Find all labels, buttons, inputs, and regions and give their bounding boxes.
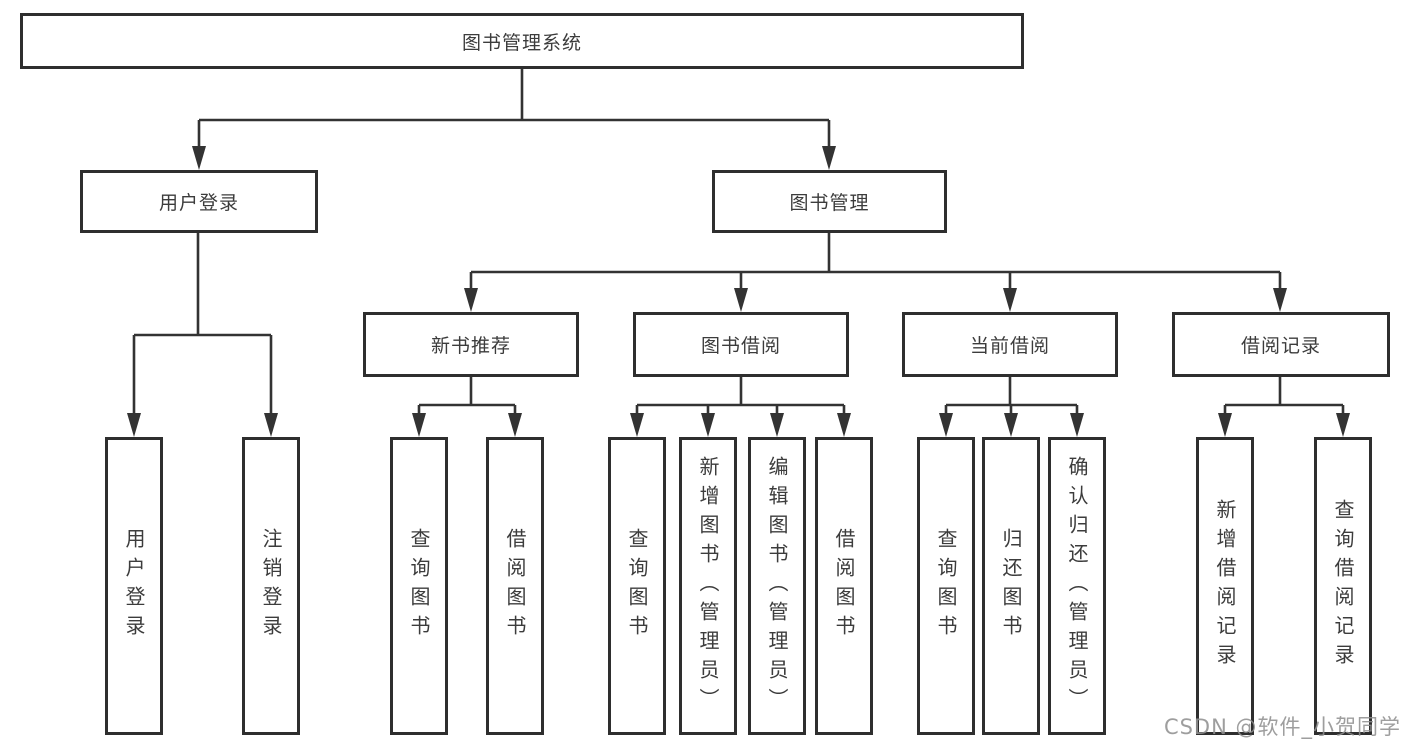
- node-bb-borrow-books: 借阅图书: [815, 437, 873, 735]
- arrowhead-icon: [412, 413, 426, 437]
- connector-line: [944, 377, 1079, 416]
- node-label: 编辑图书（管理员）: [765, 455, 789, 717]
- connector-line: [132, 233, 273, 416]
- arrowhead-icon: [630, 413, 644, 437]
- node-library-system: 图书管理系统: [20, 13, 1024, 69]
- node-label: 用户登录: [158, 192, 239, 214]
- node-book-borrow: 图书借阅: [633, 312, 849, 377]
- node-label: 借阅记录: [1240, 335, 1321, 357]
- arrowhead-icon: [127, 413, 141, 437]
- node-label: 查询图书: [625, 528, 649, 644]
- node-borrow-records: 借阅记录: [1172, 312, 1390, 377]
- node-label: 借阅图书: [832, 528, 856, 644]
- arrowhead-icon: [192, 146, 206, 170]
- arrowhead-icon: [770, 413, 784, 437]
- node-book-management-module: 图书管理: [712, 170, 947, 233]
- arrowhead-icon: [508, 413, 522, 437]
- node-bb-edit-books-admin: 编辑图书（管理员）: [748, 437, 806, 735]
- node-label: 确认归还（管理员）: [1065, 455, 1089, 717]
- connector-book-mgmt-children: [464, 233, 1287, 312]
- node-user-login-leaf: 用户登录: [105, 437, 163, 735]
- arrowhead-icon: [464, 288, 478, 312]
- connector-user-login-children: [127, 233, 278, 437]
- connector-new-book-rec-children: [412, 377, 522, 437]
- node-label: 新增借阅记录: [1213, 499, 1237, 673]
- arrowhead-icon: [1003, 288, 1017, 312]
- node-rec-query-books: 查询图书: [390, 437, 448, 735]
- arrowhead-icon: [837, 413, 851, 437]
- node-label: 归还图书: [999, 528, 1023, 644]
- arrowhead-icon: [1004, 413, 1018, 437]
- arrowhead-icon: [701, 413, 715, 437]
- arrowhead-icon: [1218, 413, 1232, 437]
- node-label: 当前借阅: [969, 335, 1050, 357]
- node-label: 图书管理系统: [461, 31, 582, 54]
- node-label: 新书推荐: [430, 335, 511, 357]
- node-logout-leaf: 注销登录: [242, 437, 300, 735]
- connector-book-borrow-children: [630, 377, 851, 437]
- node-label: 查询借阅记录: [1331, 499, 1355, 673]
- arrowhead-icon: [1273, 288, 1287, 312]
- node-label: 用户登录: [122, 528, 146, 644]
- arrowhead-icon: [1070, 413, 1084, 437]
- node-br-add-record: 新增借阅记录: [1196, 437, 1254, 735]
- arrowhead-icon: [1336, 413, 1350, 437]
- csdn-watermark: CSDN @软件_小贺同学: [1163, 715, 1401, 739]
- node-label: 图书管理: [789, 192, 870, 214]
- arrowhead-icon: [939, 413, 953, 437]
- node-bb-add-books-admin: 新增图书（管理员）: [679, 437, 737, 735]
- connector-root-to-level2: [192, 69, 836, 170]
- connector-line: [469, 233, 1282, 292]
- node-bb-query-books: 查询图书: [608, 437, 666, 735]
- node-cb-confirm-return-admin: 确认归还（管理员）: [1048, 437, 1106, 735]
- node-label: 新增图书（管理员）: [696, 455, 720, 717]
- node-label: 查询图书: [407, 528, 431, 644]
- node-label: 注销登录: [259, 528, 283, 644]
- node-rec-borrow-books: 借阅图书: [486, 437, 544, 735]
- connector-borrow-records-children: [1218, 377, 1350, 437]
- connector-line: [1223, 377, 1345, 416]
- node-new-book-recommend: 新书推荐: [363, 312, 579, 377]
- arrowhead-icon: [822, 146, 836, 170]
- node-current-borrow: 当前借阅: [902, 312, 1118, 377]
- node-cb-return-books: 归还图书: [982, 437, 1040, 735]
- node-user-login-module: 用户登录: [80, 170, 318, 233]
- connector-current-borrow-children: [939, 377, 1084, 437]
- node-label: 图书借阅: [700, 335, 781, 357]
- node-label: 查询图书: [934, 528, 958, 644]
- node-br-query-record: 查询借阅记录: [1314, 437, 1372, 735]
- node-cb-query-books: 查询图书: [917, 437, 975, 735]
- arrowhead-icon: [264, 413, 278, 437]
- connector-line: [197, 69, 831, 150]
- arrowhead-icon: [734, 288, 748, 312]
- connector-line: [417, 377, 517, 416]
- connector-line: [635, 377, 846, 416]
- node-label: 借阅图书: [503, 528, 527, 644]
